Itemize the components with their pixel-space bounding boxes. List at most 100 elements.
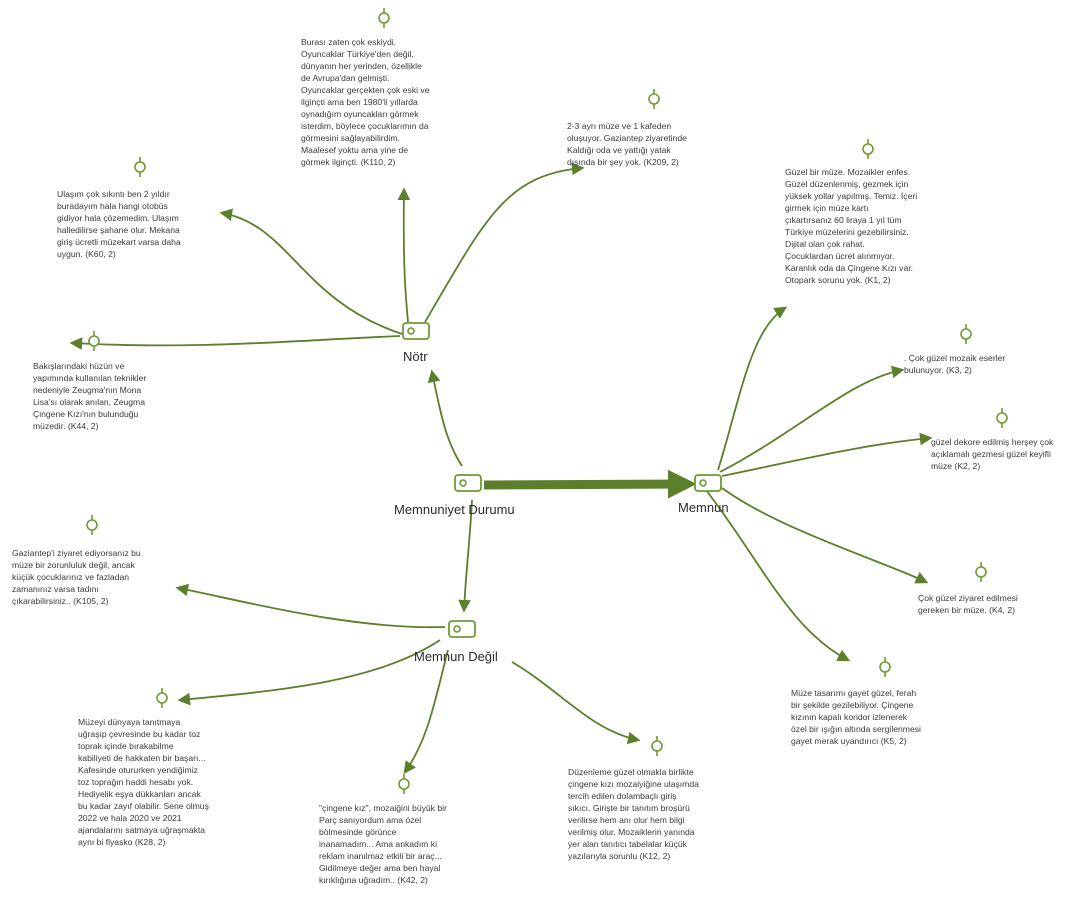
code-tag-icon [402,322,430,340]
edge-notr-n4 [69,335,401,350]
quote-line: Müzeyi dünyaya tanıtmaya [78,717,181,727]
quote-line: bir şekilde gezilebiliyor. Çingene [791,700,914,710]
memo-pin-icon [975,562,987,582]
quote-line: gereken bir müze. (K4, 2) [918,605,1015,615]
quote-text-block: güzel dekore edilmiş herşey çok açıklamal… [931,436,1053,472]
quote-line: Karanlık oda da Çingene Kızı var. [785,263,914,273]
edge-degil-d2 [177,639,441,706]
quote-line: bu kadar zayıf olabilir. Sene olmuş [78,801,209,811]
hub-label-memnun: Memnun [678,500,729,515]
quote-line: Türkiye müzelerini gezebilirsiniz. [785,227,909,237]
quote-line: buradayım hala hangi otobüs [57,201,168,211]
quote-line: Hediyelik eşya dükkanları ancak [78,789,201,799]
quote-line: Gidilmeye değer ama ben hayal [319,863,441,873]
quote-line: müze bir zorunluluk değil, ancak [12,560,135,570]
quote-line: Düzenleme güzel olmakla birlikte [568,767,694,777]
quote-line: çıkarabilirsiniz.. (K105, 2) [12,596,109,606]
quote-line: "çingene kız", mozaiğini büyük bir [319,803,447,813]
edge-memnun-m3 [721,432,933,477]
quote-line: yapımında kullanılan teknikler [33,373,147,383]
quote-line: inanamadım... Ama ankadım ki [319,839,437,849]
quote-line: aynı bi fiyasko (K28, 2) [78,837,166,847]
quote-text-block: Güzel bir müze. Mozaikler enfes.Güzel dü… [785,166,917,286]
edge-notr-n1 [397,187,411,323]
quote-line: görmek ilginçti. (K110, 2) [301,157,396,167]
memo-pin-icon [996,408,1008,428]
hub-label-memnuniyet-durumu: Memnuniyet Durumu [394,502,515,517]
quote-line: gidiyor hala çözemedim. Ulaşım [57,213,179,223]
quote-line: sıkıcı. Girişte bir tanıtım broşürü [568,803,690,813]
quote-line: Lisa'sı olarak anılan, Zeugma [33,397,145,407]
quote-line: verilirse hem anı olur hem bilgi [568,815,685,825]
quote-line: kabiliyeti de hakkaten bir başarı... [78,753,206,763]
code-tag-icon [694,474,722,492]
quote-line: müzedir. (K44, 2) [33,421,99,431]
quote-line: de Avrupa'dan gelmişti. [301,73,390,83]
memo-pin-icon [648,89,660,109]
quote-text-block: Müzeyi dünyaya tanıtmaya uğraşıp çevresin… [78,716,209,848]
quote-text-block: Burası zaten çok eskiydi.Oyuncaklar Türk… [301,36,430,168]
quote-line: oluşuyor. Gaziantep ziyaretinde [567,133,687,143]
quote-line: yer alan tanıtıcı tabelalar küçük [568,839,687,849]
quote-text-block: Ulaşım çok sıkıntı ben 2 yıldır buradayım… [57,188,181,260]
quote-line: kırıklığına uğradım.. (K42, 2) [319,875,428,885]
quote-line: gayet merak uyandırıcı (K5, 2) [791,736,907,746]
hub-label-memnun-degil: Memnun Değil [414,649,498,664]
quote-line: dünyanın her yerinden, özellikle [301,61,422,71]
quote-line: Çok güzel ziyaret edilmesi [918,593,1018,603]
memo-pin-icon [134,157,146,177]
quote-line: uygun. (K60, 2) [57,249,116,259]
quote-text-block: Müze tasarımı gayet güzel, ferah bir şeki… [791,687,921,747]
quote-line: Güzel düzenlenmiş, gezmek için [785,179,909,189]
quote-line: halledilirse şahane olur. Mekana [57,225,180,235]
quote-line: Oyuncaklar Türkiye'den değil, [301,49,414,59]
quote-text-block: Çok güzel ziyaret edilmesi gereken bir mü… [918,592,1018,616]
code-tag-icon [448,620,476,638]
edge-degil-d3 [403,649,449,775]
quote-line: bölmesinde görünce [319,827,397,837]
quote-line: Kaldığı oda ve yattığı yatak [567,145,671,155]
quote-line: Oyuncaklar gerçekten çok eski ve [301,85,430,95]
quote-line: küçük çocuklarınız ve fazladan [12,572,130,582]
quote-line: oynadığım oyuncakları görmek [301,109,419,119]
quote-line: isterdim, böylece çocuklarımın da [301,121,429,131]
memo-pin-icon [862,139,874,159]
quote-line: ilginçti ama ben 1980'li yıllarda [301,97,418,107]
quote-line: Maalesef yoktu ama yine de [301,145,409,155]
quote-line: yüksek yollar yapılmış. Temiz. İçeri [785,191,918,201]
quote-line: kızının kapalı koridor izlenerek [791,712,908,722]
quote-line: Otopark sorunu yok. (K1, 2) [785,275,891,285]
quote-line: dışında bir şey yok. (K209, 2) [567,157,679,167]
quote-line: uğraşıp çevresinde bu kadar toz [78,729,201,739]
hub-label-notr: Nötr [403,349,428,364]
quote-line: Parç sanıyordum ama özel [319,815,422,825]
edge-notr-n3 [219,208,403,335]
edge-memnun-m1 [717,306,788,471]
quote-line: nedeniyle Zeugma'nın Mona [33,385,142,395]
memo-pin-icon [378,8,390,28]
quote-line: Ulaşım çok sıkıntı ben 2 yıldır [57,189,170,199]
edge-degil-d4 [511,661,641,745]
edge-center-memnun-degil [458,499,473,613]
quote-line: Gaziantep'i ziyaret ediyorsanız bu [12,548,141,558]
quote-line: güzel dekore edilmiş herşey çok [931,437,1054,447]
edge-center-memnun [483,469,697,499]
quote-line: Müze tasarımı gayet güzel, ferah [791,688,917,698]
quote-line: giriş ücretli müzekart varsa daha [57,237,181,247]
quote-line: açıklamalı gezmesi güzel keyifli [931,449,1051,459]
edge-degil-d1 [175,583,446,629]
quote-line: zamanınız varsa tadını [12,584,99,594]
memo-pin-icon [398,774,410,794]
quote-line: çıkartırsanız 60 liraya 1 yıl tüm [785,215,902,225]
quote-line: . Çok güzel mozaik eserler [904,353,1006,363]
quote-line: 2022 ve hala 2020 ve 2021 [78,813,182,823]
quote-line: toz toprağın haddi hesabı yok. [78,777,194,787]
memo-pin-icon [879,657,891,677]
quote-line: Çingene Kızı'nın bulunduğu [33,409,139,419]
quote-line: verilmiş olur. Mozaiklerin yanında [568,827,695,837]
quote-line: müze (K2, 2) [931,461,981,471]
